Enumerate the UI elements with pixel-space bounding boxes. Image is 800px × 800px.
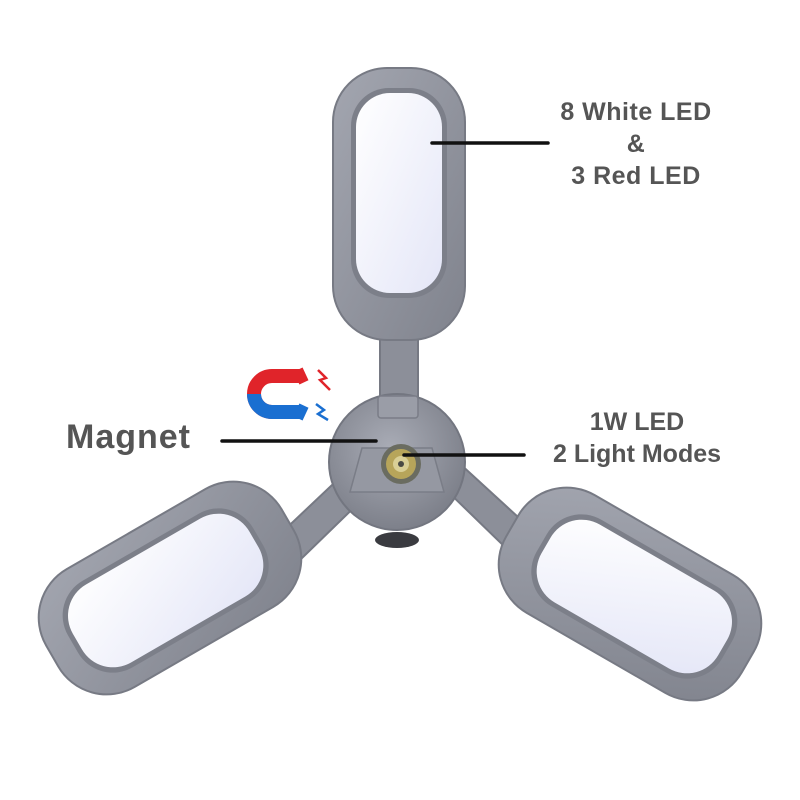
magnet-label: Magnet <box>66 418 191 456</box>
led-count-label: 8 White LED & 3 Red LED <box>536 96 736 192</box>
center-1w-led <box>381 444 421 484</box>
led-label-line-2: & <box>626 130 646 158</box>
center-led-label: 1W LED 2 Light Modes <box>522 406 752 470</box>
top-led-panel <box>332 67 466 341</box>
leader-lines <box>220 141 550 457</box>
led-label-line-1: 8 White LED <box>560 98 712 126</box>
horseshoe-magnet-icon <box>247 367 331 422</box>
center-led-label-line-2: 2 Light Modes <box>552 440 722 468</box>
center-led-label-line-1: 1W LED <box>589 408 685 436</box>
led-label-line-3: 3 Red LED <box>571 162 701 190</box>
right-led-panel <box>497 486 763 702</box>
left-led-panel <box>37 480 303 696</box>
